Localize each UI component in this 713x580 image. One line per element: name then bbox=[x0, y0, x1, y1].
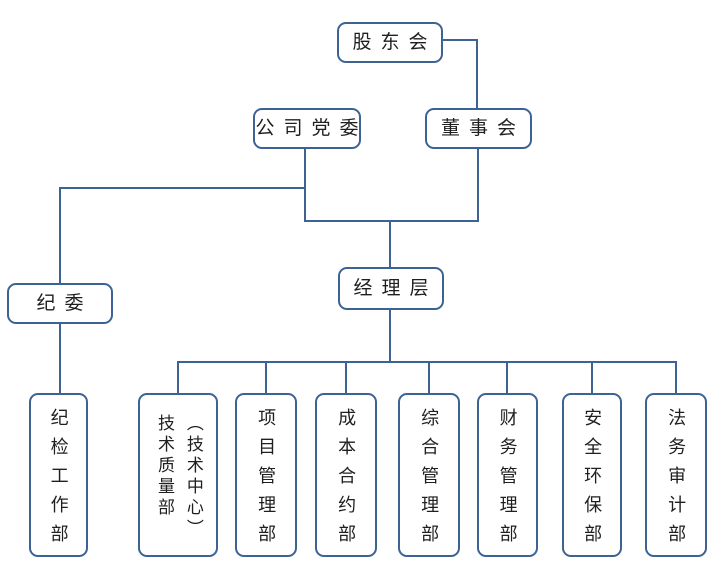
org-node-safety-env-dept: 安全环保部 bbox=[562, 393, 622, 557]
connector-distribution bbox=[177, 361, 677, 363]
connector-discipline-committee-down bbox=[59, 322, 61, 394]
connector-board-top bbox=[476, 39, 478, 109]
org-node-general-mgmt-dept: 综合管理部 bbox=[398, 393, 460, 557]
connector-drop-legal bbox=[675, 361, 677, 394]
connector-board-down bbox=[477, 148, 479, 222]
connector-drop-safety bbox=[591, 361, 593, 394]
org-node-discipline-committee-label: 纪委 bbox=[36, 293, 93, 314]
org-node-tech-quality-dept-label: 技术质量部 （技术中心） bbox=[155, 414, 203, 540]
connector-branch-to-discipline-committee bbox=[59, 187, 306, 189]
connector-merge-horizontal bbox=[304, 220, 479, 222]
connector-drop-cost bbox=[345, 361, 347, 394]
org-node-party-committee: 公司党委 bbox=[253, 108, 361, 149]
org-node-management: 经理层 bbox=[338, 267, 444, 310]
connector-shareholders-right bbox=[442, 39, 478, 41]
org-node-safety-env-dept-label: 安全环保部 bbox=[582, 408, 603, 553]
org-node-finance-mgmt-dept: 财务管理部 bbox=[477, 393, 538, 557]
org-node-general-mgmt-dept-label: 综合管理部 bbox=[419, 408, 440, 553]
org-node-management-label: 经理层 bbox=[353, 278, 438, 299]
org-node-cost-contract-dept: 成本合约部 bbox=[315, 393, 377, 557]
org-node-discipline-work-dept-label: 纪检工作部 bbox=[48, 408, 69, 553]
org-node-discipline-work-dept: 纪检工作部 bbox=[29, 393, 88, 557]
org-node-legal-audit-dept-label: 法务审计部 bbox=[666, 408, 687, 553]
org-node-tech-quality-dept: 技术质量部 （技术中心） bbox=[138, 393, 218, 557]
connector-management-down bbox=[389, 309, 391, 362]
org-node-shareholders-label: 股东会 bbox=[352, 32, 437, 53]
connector-drop-tech-quality bbox=[177, 361, 179, 394]
connector-party-down bbox=[304, 148, 306, 222]
org-node-finance-mgmt-dept-label: 财务管理部 bbox=[497, 408, 518, 553]
connector-drop-general bbox=[428, 361, 430, 394]
org-node-party-committee-label: 公司党委 bbox=[255, 118, 368, 139]
org-node-board-label: 董事会 bbox=[440, 118, 525, 139]
org-node-project-mgmt-dept: 项目管理部 bbox=[235, 393, 297, 557]
org-node-shareholders: 股东会 bbox=[337, 22, 443, 63]
org-node-cost-contract-dept-label: 成本合约部 bbox=[336, 408, 357, 553]
org-node-project-mgmt-dept-label: 项目管理部 bbox=[256, 408, 277, 553]
connector-management-top bbox=[389, 220, 391, 268]
org-node-board: 董事会 bbox=[425, 108, 532, 149]
org-node-legal-audit-dept: 法务审计部 bbox=[645, 393, 707, 557]
connector-drop-project bbox=[265, 361, 267, 394]
org-node-discipline-committee: 纪委 bbox=[7, 283, 113, 324]
connector-discipline-committee-top bbox=[59, 187, 61, 284]
connector-drop-finance bbox=[506, 361, 508, 394]
